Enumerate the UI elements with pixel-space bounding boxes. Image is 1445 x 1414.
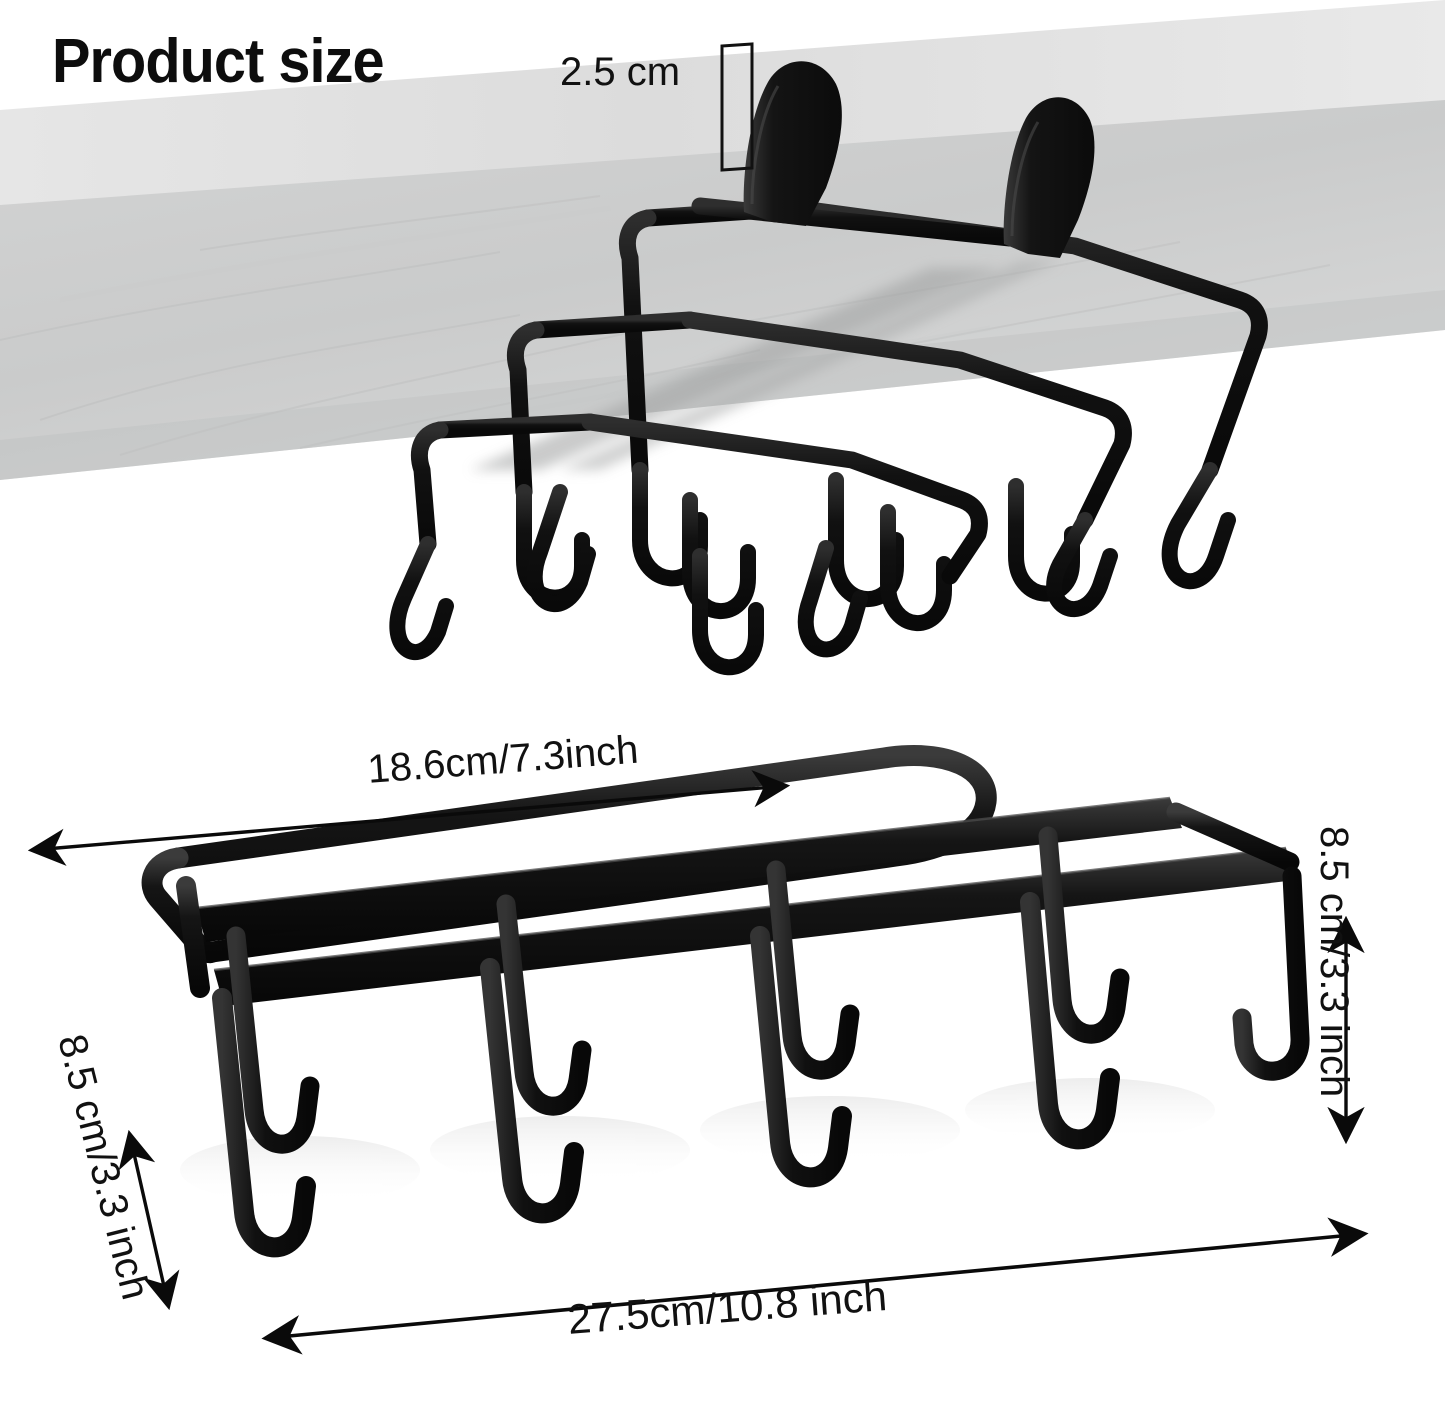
dimensions-scene bbox=[0, 700, 1445, 1414]
mounted-rack-illustration bbox=[0, 0, 1445, 676]
rack-left-endcap bbox=[176, 876, 210, 998]
thickness-label: 2.5 cm bbox=[560, 50, 681, 94]
thickness-bracket bbox=[720, 42, 754, 172]
rack-frame-front bbox=[410, 413, 988, 585]
dimension-label-depth-right: 8.5 cm/3.3 inch bbox=[1312, 826, 1356, 1098]
shelf-clip-left bbox=[743, 61, 842, 226]
dim-arrow-width-top bbox=[27, 770, 791, 866]
shelf-clip-right bbox=[1003, 97, 1095, 258]
rack-hook-far-right bbox=[1232, 866, 1310, 1081]
rack-frame-middle bbox=[506, 311, 1132, 529]
dim-arrow-width-bottom bbox=[261, 1217, 1369, 1355]
rack-hooks-rear-row bbox=[226, 826, 1130, 1154]
product-dimensions-illustration bbox=[27, 745, 1369, 1355]
rack-right-endcap bbox=[1166, 802, 1300, 872]
page-title: Product size bbox=[52, 27, 385, 96]
rack-hooks-front bbox=[389, 484, 868, 676]
dim-arrow-depth-left bbox=[118, 1129, 180, 1311]
mounted-rack-scene bbox=[0, 0, 1445, 676]
